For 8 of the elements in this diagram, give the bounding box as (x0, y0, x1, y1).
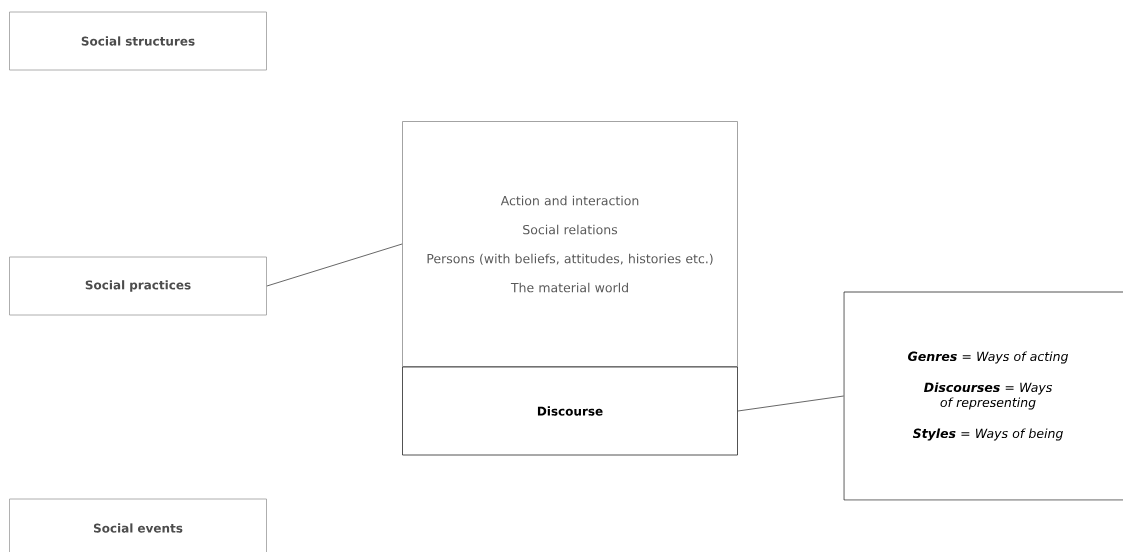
label-box: Social structures (9, 11, 267, 71)
connector-line (266, 243, 403, 287)
discourse-box: Discourse (402, 366, 738, 456)
connector-line (737, 395, 844, 412)
label-box: Social practices (9, 256, 267, 316)
definition-box: Genres = Ways of acting Discourses = Ways of representing Styles = Ways of being (843, 291, 1123, 501)
label-box: Social events (9, 498, 267, 552)
content-box: Action and interaction Social relations Persons (with beliefs, attitudes, histories etc.) The material world (402, 121, 738, 367)
